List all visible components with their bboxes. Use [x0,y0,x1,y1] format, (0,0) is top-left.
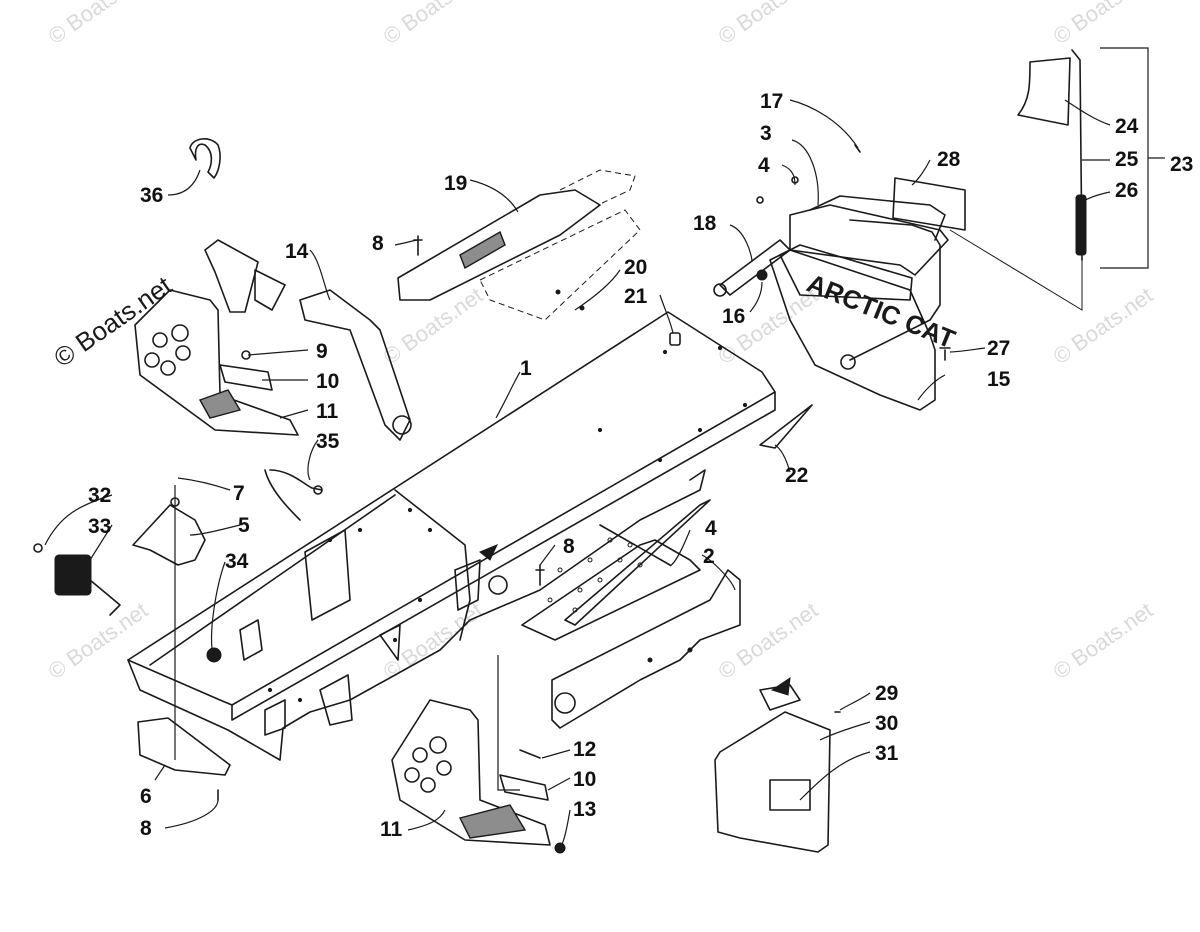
bracket-part-10-lower [499,774,549,801]
callout-13: 13 [573,798,596,821]
screw-part-8-center [535,564,545,586]
callout-12: 12 [573,738,596,761]
arrow-marker [770,676,791,696]
bumper-tube [840,219,941,370]
handle-part-18 [713,239,791,297]
callout-2: 2 [703,545,715,568]
callout-33: 33 [88,515,111,538]
callout-28: 28 [937,148,961,171]
grommet-part-34 [206,647,222,663]
callout-6: 6 [140,785,152,808]
watermark: © Boats.net [44,597,153,684]
footrest-plate-part-11-lower [391,699,551,846]
watermark: © Boats.net [379,282,488,369]
wire-part-35 [264,469,323,521]
screw-part-27 [939,347,951,361]
watermark: © Boats.net [714,597,823,684]
watermark: © Boats.net [1049,0,1158,49]
bracket-part-14 [204,239,412,441]
side-plate-part-2 [551,569,741,729]
wire-connector [313,485,323,495]
callout-11b: 11 [380,818,403,841]
callout-17: 17 [760,90,783,113]
cover-part-31 [714,684,831,853]
callout-7: 7 [233,482,245,505]
callout-36: 36 [140,184,163,207]
callout-29: 29 [875,682,898,705]
callout-14: 14 [285,240,309,263]
callout-32: 32 [88,484,111,507]
callout-15: 15 [987,368,1011,391]
callout-10a: 10 [316,370,339,393]
watermark: © Boats.net [1049,282,1158,369]
flag-base-part-26 [1075,194,1087,256]
callouts: 1 2 3 4 4 5 6 7 8 8 8 9 10 10 11 11 12 1… [88,90,1193,841]
watermark: © Boats.net [44,0,153,49]
callout-24: 24 [1115,115,1139,138]
callout-4a: 4 [758,154,770,177]
callout-10b: 10 [573,768,596,791]
callout-26: 26 [1115,179,1138,202]
watermark: © Boats.net [1049,597,1158,684]
footrest-plate-part-11-upper [134,289,299,436]
watermark: © Boats.net [714,0,823,49]
callout-20: 20 [624,256,647,279]
perforated-panel [521,499,711,641]
callout-21: 21 [624,285,648,308]
bracket-part-10-upper [219,364,273,391]
callout-22: 22 [785,464,808,487]
plug-part-17 [854,144,861,153]
callout-19: 19 [444,172,467,195]
callout-34: 34 [225,550,249,573]
screw-part-4-upper [756,196,764,204]
bumper-part-3 [779,195,949,301]
rivet-holes [267,345,748,703]
callout-3: 3 [760,122,772,145]
callout-27: 27 [987,337,1010,360]
screw-part-8-upper [413,235,423,256]
leader-lines [44,99,1165,849]
callout-4b: 4 [705,517,717,540]
callout-16: 16 [722,305,745,328]
tunnel-extension-part-15: ARCTIC CAT [769,249,960,411]
decal-part-28 [892,177,966,231]
callout-25: 25 [1115,148,1139,171]
reinforcement-part-20 [479,209,641,321]
bracket-part-5 [132,504,206,566]
callout-8b: 8 [563,535,575,558]
plug-part-21 [669,332,681,346]
bolt-part-12 [519,749,541,759]
light-part-33 [33,543,121,616]
callout-35: 35 [316,430,340,453]
callout-31: 31 [875,742,899,765]
callout-5: 5 [238,514,250,537]
rod-part-4 [599,524,671,566]
callout-1: 1 [520,357,532,380]
callout-8a: 8 [372,232,384,255]
tunnel-part-1 [127,311,776,761]
rail-part-19 [397,169,636,301]
callout-8c: 8 [140,817,152,840]
callout-9: 9 [316,340,328,363]
callout-23: 23 [1170,153,1193,176]
alignment-line [497,655,520,791]
washer-part-16 [756,269,768,281]
callout-11a: 11 [316,400,339,423]
band-clamp-part-36 [189,138,221,179]
callout-18: 18 [693,212,717,235]
flag-part-24 [949,49,1087,311]
callout-30: 30 [875,712,898,735]
watermark: © Boats.net [379,0,488,49]
bracket-part-6 [137,717,231,776]
decal-part-22 [759,404,813,449]
